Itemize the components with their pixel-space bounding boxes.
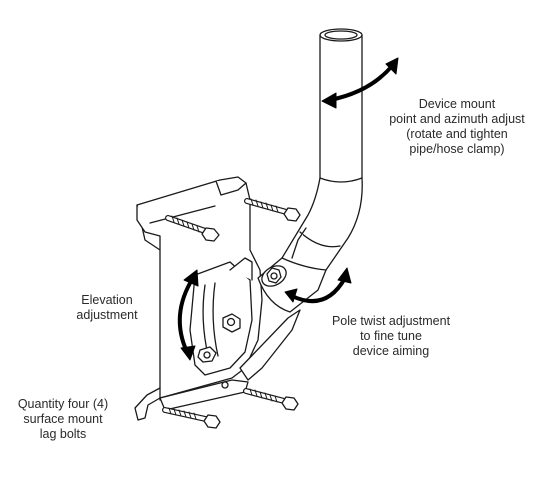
- pipe-clamp: [257, 227, 327, 313]
- device-mount-line-4: pipe/hose clamp): [409, 142, 505, 156]
- lag-bolt-lower-left: [162, 407, 221, 429]
- pole-pipe: [281, 28, 363, 271]
- lag-bolt-upper-right: [244, 198, 301, 222]
- pole-twist-line-2: to fine tune: [360, 329, 422, 343]
- lag-bolts-label: Quantity four (4) surface mount lag bolt…: [6, 397, 120, 442]
- lag-bolts-line-2: surface mount: [23, 412, 103, 426]
- device-mount-label: Device mount point and azimuth adjust (r…: [380, 97, 534, 157]
- pole-twist-line-1: Pole twist adjustment: [331, 314, 451, 328]
- elevation-arrow-icon: [177, 269, 199, 361]
- pole-twist-arrow-icon: [284, 267, 352, 304]
- device-mount-line-2: point and azimuth adjust: [389, 112, 525, 126]
- elevation-line-2: adjustment: [76, 308, 138, 322]
- lower-arm: [159, 309, 301, 411]
- lag-bolts-line-1: Quantity four (4): [17, 397, 109, 411]
- lag-bolts-line-3: lag bolts: [39, 427, 87, 441]
- pole-twist-line-3: device aiming: [352, 344, 430, 358]
- lag-bolt-upper-left: [165, 215, 220, 242]
- device-mount-line-3: (rotate and tighten: [406, 127, 508, 141]
- elevation-line-1: Elevation: [81, 293, 133, 307]
- lag-bolt-lower-right: [243, 388, 299, 411]
- elevation-label: Elevation adjustment: [68, 293, 146, 323]
- device-mount-line-1: Device mount: [418, 97, 496, 111]
- elevation-bolt: [197, 313, 241, 363]
- azimuth-arrow-icon: [321, 57, 399, 109]
- pole-twist-label: Pole twist adjustment to fine tune devic…: [322, 314, 460, 359]
